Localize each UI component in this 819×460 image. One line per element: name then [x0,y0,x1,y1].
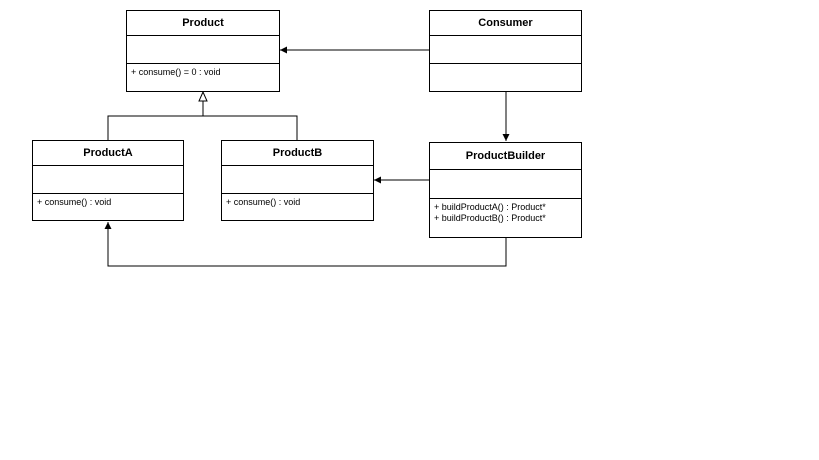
edge-producta-inherits-product [107,101,204,140]
class-attributes [127,36,279,64]
class-product[interactable]: Product + consume() = 0 : void [126,10,280,92]
class-operations [430,64,581,67]
class-name: Consumer [430,11,581,36]
class-consumer[interactable]: Consumer [429,10,582,92]
class-operations: + consume() = 0 : void [127,64,279,78]
class-attributes [33,166,183,194]
class-attributes [430,170,581,199]
class-attributes [430,36,581,64]
class-productbuilder[interactable]: ProductBuilder + buildProductA() : Produ… [429,142,582,238]
class-operations: + buildProductA() : Product* + buildProd… [430,199,581,224]
edge-productb-inherits-product [203,115,298,140]
class-productb[interactable]: ProductB + consume() : void [221,140,374,221]
class-name: ProductA [33,141,183,166]
operation: + consume() : void [226,197,301,207]
class-attributes [222,166,373,194]
operation: + consume() : void [37,197,112,207]
class-name: ProductB [222,141,373,166]
class-operations: + consume() : void [33,194,183,208]
edge-productbuilder-to-producta [104,222,507,267]
class-name: Product [127,11,279,36]
operation: + consume() = 0 : void [131,67,221,77]
class-operations: + consume() : void [222,194,373,208]
operation: + buildProductA() : Product* [434,202,546,212]
operation: + buildProductB() : Product* [434,213,546,223]
class-producta[interactable]: ProductA + consume() : void [32,140,184,221]
class-name: ProductBuilder [430,143,581,170]
inheritance-triangle-icon [198,90,208,102]
